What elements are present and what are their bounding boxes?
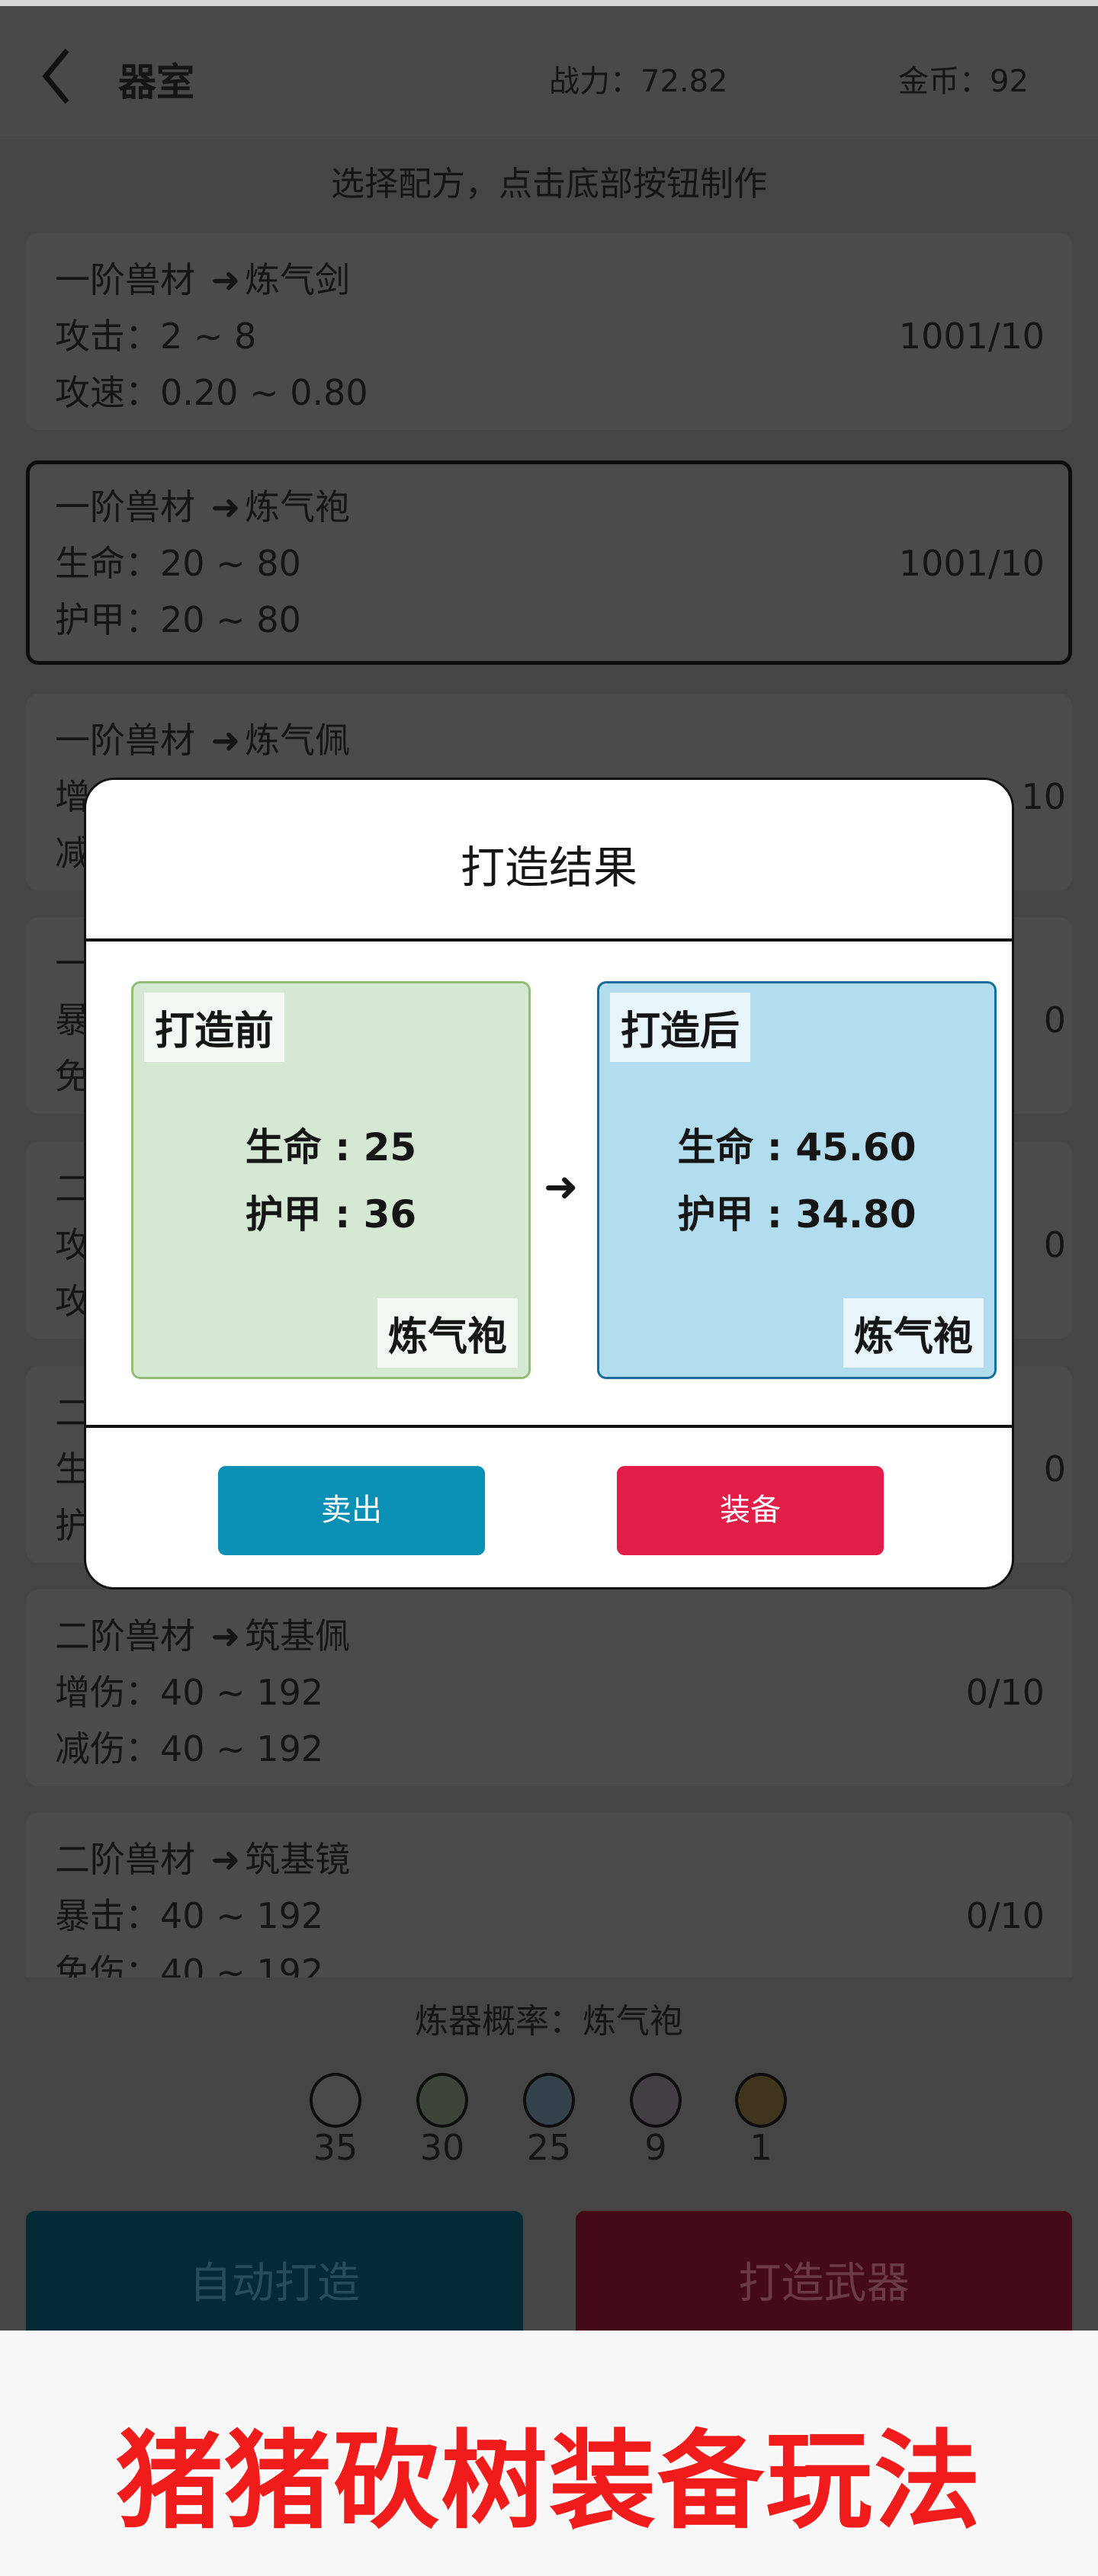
recipe-card[interactable]: 一阶兽材 ➜炼气剑 攻击：2 ~ 8 攻速：0.20 ~ 0.80 1001/1… xyxy=(26,233,1072,430)
after-tag: 打造后 xyxy=(610,993,751,1062)
before-panel: 打造前 生命 : 25 护甲 : 36 炼气袍 xyxy=(131,981,531,1379)
before-tag: 打造前 xyxy=(144,993,285,1062)
recipe-stat-1: 暴击：40 ~ 192 xyxy=(55,1895,324,1936)
recipe-count: 1001/10 xyxy=(898,543,1045,584)
after-hp: 生命 : 45.60 xyxy=(677,1125,917,1169)
arrow-right-icon: ➜ xyxy=(210,259,241,300)
caption-text: 猪猪砍树装备玩法 xyxy=(115,2420,982,2544)
recipe-title: 一阶兽材 ➜炼气袍 xyxy=(55,479,1068,535)
instruction-text: 选择配方，点击底部按钮制作 xyxy=(331,165,767,204)
recipe-stat-1: 生命：20 ~ 80 xyxy=(55,543,301,584)
recipe-stat-2: 攻速：0.20 ~ 0.80 xyxy=(55,372,368,413)
recipe-material: 二阶兽材 xyxy=(55,1839,195,1880)
recipe-count: 0 xyxy=(1043,1224,1066,1266)
recipe-material: 一阶兽材 xyxy=(55,486,195,528)
quality-tier-circle xyxy=(416,2073,468,2128)
dialog-title: 打造结果 xyxy=(460,842,637,893)
after-armor: 护甲 : 34.80 xyxy=(677,1192,917,1237)
recipe-count: 0/10 xyxy=(965,1672,1045,1713)
recipe-stat-1: 增伤：40 ~ 192 xyxy=(55,1672,324,1713)
recipe-stat-2: 减伤：40 ~ 192 xyxy=(55,1728,324,1769)
before-armor: 护甲 : 36 xyxy=(245,1192,417,1237)
recipe-product: 炼气袍 xyxy=(245,486,351,528)
recipe-stat-2: 护甲：20 ~ 80 xyxy=(55,599,301,640)
quality-tier-value: 35 xyxy=(313,2127,358,2168)
recipe-product: 筑基镜 xyxy=(245,1839,351,1880)
forge-result-dialog: 打造结果 打造前 生命 : 25 护甲 : 36 炼气袍 ➜ 打造后 生命 : … xyxy=(84,778,1014,1590)
recipe-title: 一阶兽材 ➜炼气佩 xyxy=(55,712,1072,768)
before-hp: 生命 : 25 xyxy=(245,1125,417,1169)
recipe-product: 筑基佩 xyxy=(245,1615,351,1657)
equip-button[interactable]: 装备 xyxy=(617,1466,884,1555)
after-item: 炼气袍 xyxy=(843,1298,984,1368)
recipe-stat-1: 攻击：2 ~ 8 xyxy=(55,316,257,357)
recipe-stat-2: 免伤：40 ~ 192 xyxy=(55,1952,324,1978)
recipe-material: 二阶兽材 xyxy=(55,1615,195,1657)
divider xyxy=(86,938,1012,942)
quality-tier-circle xyxy=(523,2073,575,2128)
gold-value: 金币：92 xyxy=(898,64,1029,99)
recipe-card[interactable]: 二阶兽材 ➜筑基镜 暴击：40 ~ 192 免伤：40 ~ 192 0/10 xyxy=(26,1813,1072,1978)
recipe-count: 0 xyxy=(1043,1448,1066,1490)
quality-tier-value: 9 xyxy=(644,2127,667,2168)
caption-banner: 猪猪砍树装备玩法 xyxy=(0,2331,1098,2576)
recipe-product: 炼气佩 xyxy=(245,720,351,761)
arrow-right-icon: ➜ xyxy=(544,1163,579,1211)
quality-tier-value: 25 xyxy=(526,2127,572,2168)
recipe-count: 0 xyxy=(1043,999,1066,1041)
quality-tier-value: 30 xyxy=(419,2127,465,2168)
arrow-right-icon: ➜ xyxy=(210,1839,241,1880)
quality-tier-value: 1 xyxy=(750,2127,772,2168)
quality-tier-circle xyxy=(630,2073,682,2128)
recipe-count: 1001/10 xyxy=(898,316,1045,357)
page-title: 器室 xyxy=(118,60,194,104)
recipe-product: 炼气剑 xyxy=(245,259,351,300)
recipe-material: 一阶兽材 xyxy=(55,259,195,300)
back-icon[interactable] xyxy=(38,46,84,107)
divider xyxy=(86,1425,1012,1428)
power-value: 战力：72.82 xyxy=(549,64,728,99)
recipe-card[interactable]: 二阶兽材 ➜筑基佩 增伤：40 ~ 192 减伤：40 ~ 192 0/10 xyxy=(26,1590,1072,1786)
quality-tier-circle xyxy=(310,2073,361,2128)
top-bar: 器室 战力：72.82 金币：92 xyxy=(0,0,1098,140)
quality-tier-circle xyxy=(735,2073,787,2128)
before-item: 炼气袍 xyxy=(377,1298,518,1368)
recipe-title: 二阶兽材 ➜筑基佩 xyxy=(55,1608,1072,1664)
arrow-right-icon: ➜ xyxy=(210,720,241,761)
recipe-title: 一阶兽材 ➜炼气剑 xyxy=(55,252,1072,308)
recipe-count: 0/10 xyxy=(965,1895,1045,1936)
recipe-count: 10 xyxy=(1021,776,1066,817)
arrow-right-icon: ➜ xyxy=(210,486,241,528)
after-panel: 打造后 生命 : 45.60 护甲 : 34.80 炼气袍 xyxy=(597,981,997,1379)
sell-button[interactable]: 卖出 xyxy=(218,1466,485,1555)
recipe-card[interactable]: 一阶兽材 ➜炼气袍 生命：20 ~ 80 护甲：20 ~ 80 1001/10 xyxy=(26,460,1072,665)
probability-label: 炼器概率：炼气袍 xyxy=(415,2002,683,2041)
arrow-right-icon: ➜ xyxy=(210,1615,241,1657)
recipe-material: 一阶兽材 xyxy=(55,720,195,761)
recipe-title: 二阶兽材 ➜筑基镜 xyxy=(55,1831,1072,1888)
